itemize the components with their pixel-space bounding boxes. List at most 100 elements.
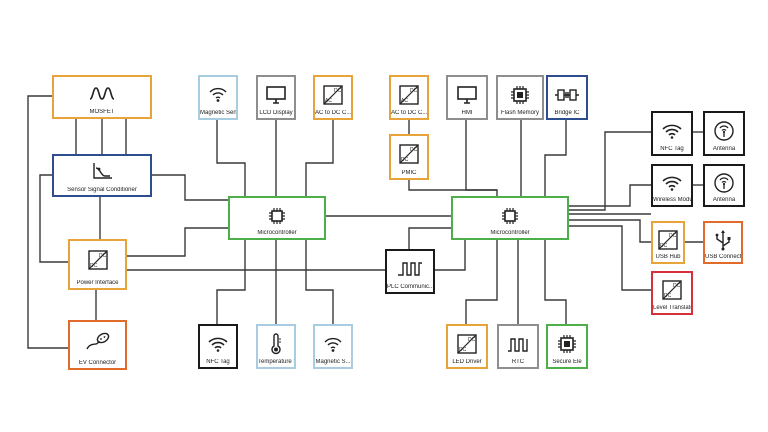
bridge-ic-label: Bridge IC (554, 110, 580, 116)
chip-icon (502, 208, 518, 224)
dc-dc-converter-icon: DC DC (399, 144, 419, 164)
plc-communication-block[interactable]: PLC Communic... (385, 249, 435, 294)
pmic-label: PMIC (401, 170, 417, 176)
svg-text:DC: DC (410, 147, 418, 153)
monitor-icon (266, 86, 286, 104)
level-translator-block[interactable]: DC DC Level Translator (651, 271, 693, 315)
svg-text:DC: DC (660, 243, 668, 249)
ac-dc-converter-icon: DC AC (323, 85, 343, 105)
nfc-tag-right-block[interactable]: NFC Tag (651, 111, 693, 156)
ac-to-dc-left-block[interactable]: DC AC AC to DC C... (313, 75, 353, 120)
ac-to-dc-right-block[interactable]: DC AC AC to DC C... (389, 75, 429, 120)
svg-text:DC: DC (99, 253, 107, 259)
wifi-icon (208, 337, 228, 352)
usb-connector-label: USB Connector (705, 254, 741, 260)
sensor-signal-conditioner-block[interactable]: Sensor Signal Conditioner (52, 154, 152, 197)
svg-text:DC: DC (459, 347, 467, 353)
monitor-icon (457, 86, 477, 104)
ac-to-dc-right-label: AC to DC C... (391, 110, 427, 116)
wireless-sensor-icon (209, 87, 227, 102)
hmi-block[interactable]: HMI (446, 75, 488, 120)
wifi-icon (662, 124, 682, 139)
rtc-block[interactable]: RTC (497, 324, 539, 369)
mosfet-block[interactable]: MOSFET (52, 75, 152, 119)
magnetic-sensor-top-label: Magnetic Sensor (200, 110, 236, 116)
secure-element-block[interactable]: Secure Ele (546, 324, 588, 369)
svg-text:DC: DC (334, 88, 342, 94)
ev-connector-label: EV Connector (78, 360, 117, 366)
svg-text:DC: DC (673, 283, 681, 289)
ev-plug-icon (85, 332, 109, 350)
nfc-tag-bottom-label: NFC Tag (206, 359, 230, 365)
lcd-display-label: LCD Display (259, 110, 293, 116)
svg-text:AC: AC (401, 98, 408, 104)
svg-text:DC: DC (664, 293, 672, 299)
svg-text:DC: DC (401, 157, 409, 163)
antenna-2-block[interactable]: Antenna (703, 164, 745, 207)
dc-dc-converter-icon: DC DC (457, 334, 477, 354)
microcontroller-left-block[interactable]: Microcontroller (228, 196, 326, 240)
antenna-icon (714, 173, 734, 193)
bridge-ic-block[interactable]: Bridge IC (546, 75, 588, 120)
plc-communication-label: PLC Communic... (387, 284, 433, 290)
waveform-icon (89, 87, 115, 100)
svg-text:DC: DC (410, 88, 418, 94)
dc-dc-converter-icon: DC DC (662, 280, 682, 300)
wireless-module-label: Wireless Module (653, 197, 691, 203)
wireless-sensor-icon (324, 337, 342, 352)
usb-hub-block[interactable]: DC DC USB Hub (651, 221, 685, 264)
rtc-label: RTC (511, 359, 525, 365)
power-interface-block[interactable]: DC DC Power Interface (68, 239, 127, 290)
antenna-1-block[interactable]: Antenna (703, 111, 745, 156)
microcontroller-left-label: Microcontroller (257, 230, 297, 236)
chip-icon (269, 208, 285, 224)
dc-dc-converter-icon: DC DC (658, 230, 678, 250)
dc-dc-converter-icon: DC DC (87, 250, 108, 270)
sensor-signal-conditioner-label: Sensor Signal Conditioner (67, 187, 137, 193)
flash-memory-label: Flash Memory (500, 110, 539, 116)
svg-text:DC: DC (669, 233, 677, 239)
ev-connector-block[interactable]: EV Connector (68, 320, 127, 370)
nfc-tag-right-label: NFC Tag (660, 146, 684, 152)
square-wave-icon (508, 338, 528, 352)
led-driver-label: LED Driver (452, 359, 482, 365)
antenna-icon (714, 121, 734, 141)
antenna-2-label: Antenna (712, 197, 736, 203)
magnetic-sensor-top-block[interactable]: Magnetic Sensor (198, 75, 238, 120)
magnetic-sensor-bottom-block[interactable]: Magnetic S... (313, 324, 353, 369)
mosfet-label: MOSFET (89, 109, 115, 115)
pmic-block[interactable]: DC DC PMIC (389, 134, 429, 180)
temperature-sensor-block[interactable]: Temperature Sensor (256, 324, 296, 369)
antenna-1-label: Antenna (712, 146, 736, 152)
flash-memory-block[interactable]: Flash Memory (496, 75, 544, 120)
usb-connector-block[interactable]: USB Connector (703, 221, 743, 264)
magnetic-sensor-bottom-label: Magnetic S... (315, 359, 351, 365)
ac-dc-converter-icon: DC AC (399, 85, 419, 105)
thermometer-icon (271, 333, 281, 355)
svg-text:DC: DC (90, 263, 98, 269)
nfc-tag-bottom-block[interactable]: NFC Tag (198, 324, 238, 369)
memory-chip-icon (558, 335, 576, 353)
wifi-icon (662, 176, 682, 191)
temperature-sensor-label: Temperature Sensor (258, 359, 294, 365)
bridge-icon (555, 89, 579, 101)
microcontroller-right-label: Microcontroller (490, 230, 530, 236)
usb-hub-label: USB Hub (655, 254, 681, 260)
square-wave-icon (398, 262, 422, 276)
signal-graph-icon (93, 163, 112, 179)
svg-text:DC: DC (468, 337, 476, 343)
lcd-display-block[interactable]: LCD Display (256, 75, 296, 120)
svg-text:AC: AC (325, 98, 332, 104)
memory-chip-icon (511, 86, 529, 104)
secure-element-label: Secure Ele (552, 359, 582, 365)
level-translator-label: Level Translator (653, 305, 691, 311)
hmi-label: HMI (461, 110, 473, 116)
power-interface-label: Power Interface (76, 280, 119, 286)
led-driver-block[interactable]: DC DC LED Driver (446, 324, 488, 369)
usb-icon (715, 230, 731, 251)
ac-to-dc-left-label: AC to DC C... (315, 110, 351, 116)
wireless-module-block[interactable]: Wireless Module (651, 164, 693, 207)
microcontroller-right-block[interactable]: Microcontroller (451, 196, 569, 240)
